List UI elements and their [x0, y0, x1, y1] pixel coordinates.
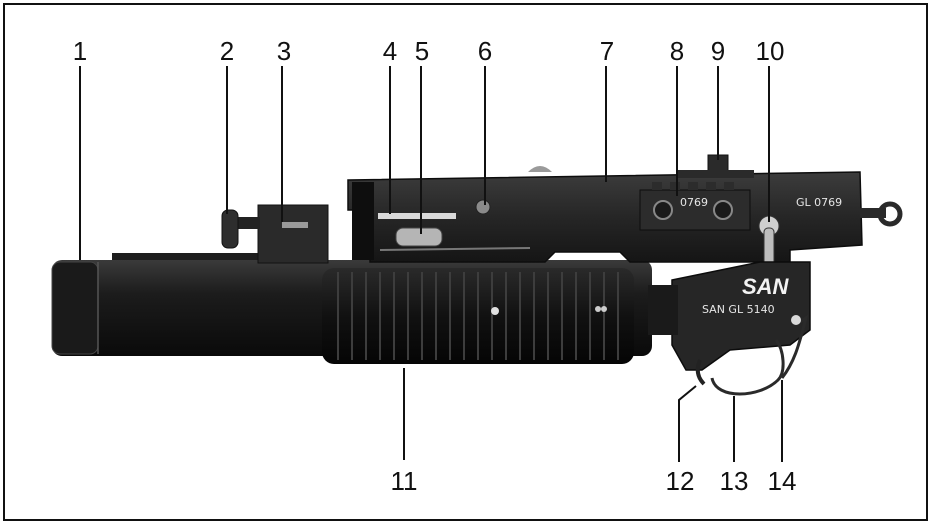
barrel-latch-block [257, 204, 329, 264]
callout-6: 6 [478, 36, 492, 66]
barrel-top-rail [112, 253, 272, 263]
callout-8: 8 [670, 36, 684, 66]
knob-part [221, 209, 260, 249]
picatinny-rail [639, 182, 751, 231]
callout-12: 12 [666, 466, 695, 496]
rear-sight-base [678, 170, 754, 178]
trigger-housing [648, 261, 811, 371]
serial-marking: GL 0769 [796, 196, 842, 209]
callout-3: 3 [277, 36, 291, 66]
sling-loop [860, 201, 903, 227]
callout-4: 4 [383, 36, 397, 66]
callout-11: 11 [391, 466, 418, 496]
callout-10: 10 [756, 36, 785, 66]
slide-groove [379, 247, 531, 251]
callout-1: 1 [73, 36, 87, 66]
callout-numbers: 1 2 3 4 5 6 7 8 9 10 11 12 13 14 [73, 36, 797, 496]
handguard [322, 268, 634, 364]
slide-track [378, 213, 456, 219]
trigger-guard [710, 339, 785, 396]
screw-6 [475, 199, 491, 215]
callout-14: 14 [768, 466, 797, 496]
logo-marking: SAN [742, 274, 790, 299]
pin-14 [791, 315, 801, 325]
trigger [695, 359, 706, 386]
callout-7: 7 [600, 36, 614, 66]
callout-2: 2 [220, 36, 234, 66]
model-marking: SAN GL 5140 [702, 303, 775, 316]
leader-lines [79, 66, 783, 462]
barrel-latch-slot [282, 222, 308, 228]
slide-button [395, 227, 443, 247]
callout-13: 13 [720, 466, 749, 496]
safety-lever [758, 215, 780, 269]
callout-5: 5 [415, 36, 429, 66]
rear-lever [780, 314, 809, 379]
rail-marking: 0769 [680, 196, 708, 209]
callout-9: 9 [711, 36, 725, 66]
